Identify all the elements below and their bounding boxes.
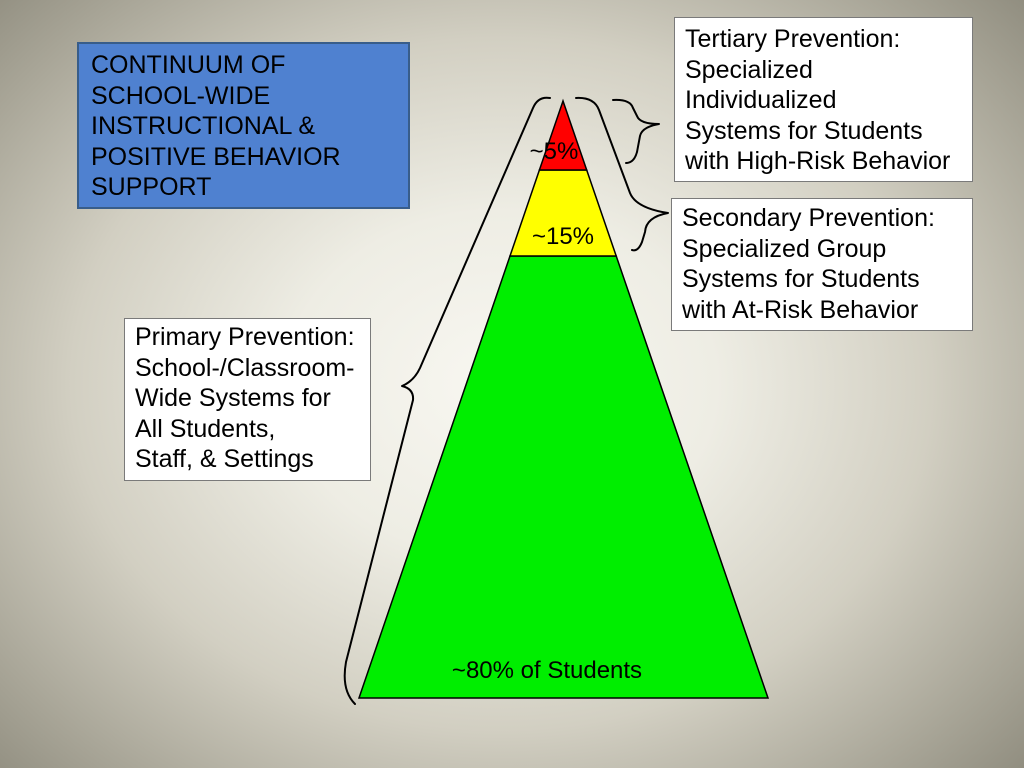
secondary-line: with At-Risk Behavior [682,295,919,324]
primary-line: Primary Prevention: [135,323,355,351]
secondary-brace [575,96,669,252]
tier-middle-label: ~15% [532,223,594,250]
primary-prevention-box: Primary Prevention: School-/Classroom- W… [124,318,371,481]
primary-line: Staff, & Settings [135,445,314,473]
primary-line: Wide Systems for [135,384,331,412]
title-line: POSITIVE BEHAVIOR [91,142,341,171]
tertiary-line: Tertiary Prevention: [685,25,901,53]
secondary-line: Secondary Prevention: [682,204,935,232]
tertiary-line: with High-Risk Behavior [685,147,951,175]
primary-brace [343,96,551,705]
secondary-prevention-box: Secondary Prevention: Specialized Group … [671,198,973,331]
tier-top-label: ~5% [530,138,579,165]
secondary-line: Specialized Group [682,234,887,263]
primary-line: School-/Classroom- [135,353,355,382]
title-line: SUPPORT [91,173,212,201]
tertiary-line: Specialized [685,55,813,84]
tertiary-line: Individualized [685,86,837,114]
tertiary-line: Systems for Students [685,116,923,145]
title-box: CONTINUUM OF SCHOOL-WIDE INSTRUCTIONAL &… [77,42,410,209]
title-line: SCHOOL-WIDE [91,81,271,110]
tier-top-red [538,98,588,171]
tertiary-prevention-box: Tertiary Prevention: Specialized Individ… [674,17,973,182]
secondary-line: Systems for Students [682,265,920,293]
tertiary-brace [612,98,660,164]
tier-bottom-label: ~80% of Students [452,657,642,684]
title-line: INSTRUCTIONAL & [91,112,316,140]
primary-line: All Students, [135,414,276,443]
title-line: CONTINUUM OF [91,51,286,79]
